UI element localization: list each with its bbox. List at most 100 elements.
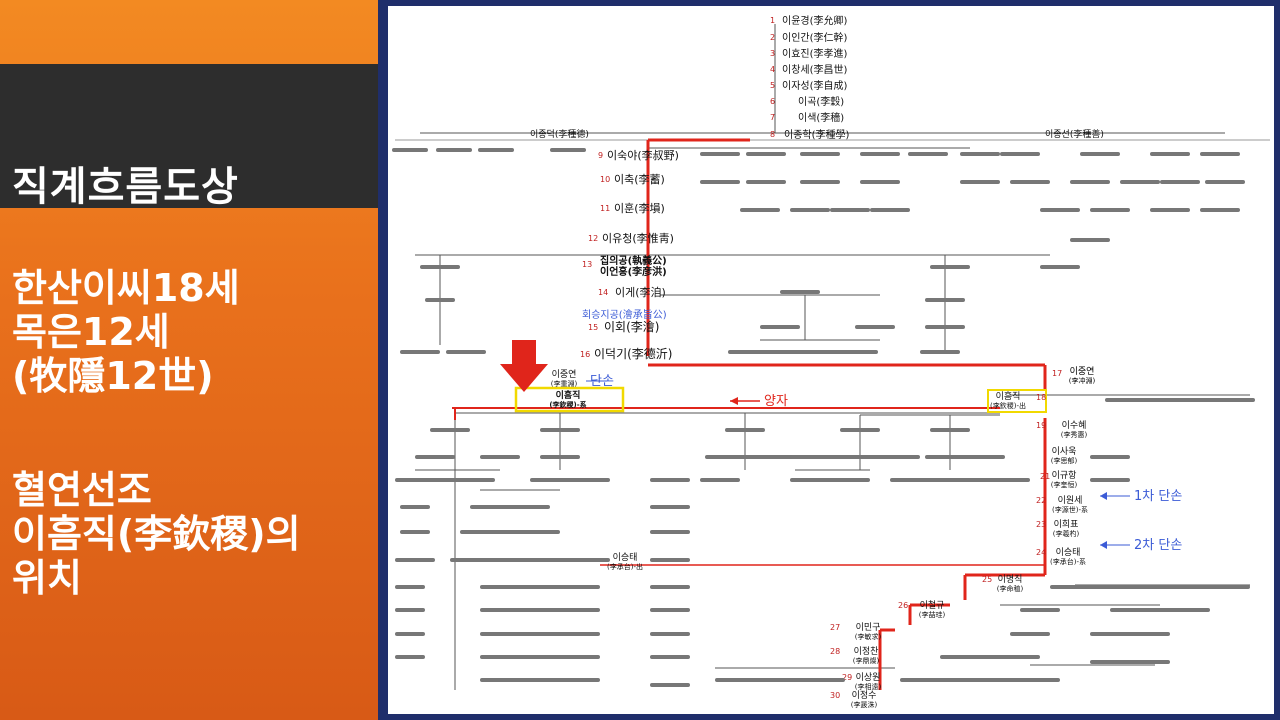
gen-number: 19 — [1036, 421, 1046, 430]
main-lineage-line — [646, 138, 1047, 690]
title-band: 직계흐름도상 — [0, 64, 378, 210]
gen-number: 2 — [770, 33, 775, 42]
node-label: 이덕기(李德沂) — [594, 346, 672, 361]
node-name: 이민구 — [856, 622, 881, 633]
node-hanja: (李冲淵) — [1069, 376, 1096, 385]
node-hanja: (李秀惠) — [1061, 430, 1088, 439]
node-label: 이숙야(李叔野) — [607, 148, 679, 162]
gen-number: 30 — [830, 691, 840, 700]
node-name: 이규항 — [1052, 470, 1077, 481]
gen-number: 15 — [588, 323, 598, 332]
gen-number: 27 — [830, 623, 840, 632]
node-hanja: (李重淵) — [551, 379, 578, 388]
node-name: 이사욱 — [1052, 446, 1077, 457]
gen-number: 7 — [770, 113, 775, 122]
node-name: 이승태 — [613, 552, 638, 563]
node-label: 이윤경(李允卿) — [782, 14, 848, 27]
node-name: 이정수 — [852, 690, 877, 701]
gen-number: 16 — [580, 350, 590, 359]
node-hanja: (李奎恒) — [1051, 480, 1078, 489]
gen-number: 10 — [600, 175, 610, 184]
annotation-yangja: 양자 — [764, 394, 788, 409]
node-label: 이효진(李孝進) — [782, 47, 848, 60]
gen-number: 24 — [1036, 548, 1046, 557]
sidebar-line-6: 위치 — [12, 556, 82, 600]
node-name: 이원세 — [1058, 495, 1083, 506]
gen-number: 17 — [1052, 369, 1062, 378]
gen-number: 12 — [588, 234, 598, 243]
node-hanja: (李鼎燦) — [853, 656, 880, 665]
gen-number: 13 — [582, 260, 592, 269]
node-name: 이철규 — [920, 600, 945, 611]
gen-number: 1 — [770, 16, 775, 25]
node-label: 이훈(李塤) — [614, 201, 665, 215]
node-label: 이색(李穡) — [798, 111, 844, 124]
node-label: 이인간(李仁幹) — [782, 31, 848, 44]
gen-number: 22 — [1036, 496, 1046, 505]
node-hanja: (李承台)-系 — [1050, 557, 1086, 566]
slide-heading: 직계흐름도상 — [12, 164, 239, 210]
node-label: 집의공(執義公) — [600, 254, 667, 267]
gen-number: 6 — [770, 97, 775, 106]
sidebar-line-1: 한산이씨18세 — [12, 266, 240, 310]
node-hanja: (李羲杓) — [1053, 529, 1080, 538]
gen-number: 14 — [598, 288, 608, 297]
highlight-box-origin — [987, 389, 1047, 413]
gen-number: 29 — [842, 673, 852, 682]
gen-number: 21 — [1040, 472, 1050, 481]
gen-number: 3 — [770, 49, 775, 58]
gen-number: 28 — [830, 647, 840, 656]
node-hanja: (李相遠) — [855, 682, 882, 691]
node-name: 이상원 — [856, 672, 881, 683]
node-label: 이자성(李自成) — [782, 79, 848, 92]
sidebar-line-4: 혈연선조 — [12, 468, 152, 512]
gen-number: 23 — [1036, 520, 1046, 529]
node-label: 이곡(李穀) — [798, 95, 844, 108]
node-label: 이종학(李種學) — [784, 128, 850, 141]
node-hanja: (李命稙) — [997, 584, 1024, 593]
sidebar-line-5: 이흠직(李欽稷)의 — [12, 512, 301, 556]
sidebar-line-3: (牧隱12世) — [12, 354, 214, 398]
node-hanja: (李敏求) — [855, 632, 882, 641]
node-label: 이창세(李昌世) — [782, 63, 848, 76]
node-name: 이중연 — [1070, 366, 1095, 377]
gen-number: 25 — [982, 575, 992, 584]
node-note: 회승지공(澮承旨公) — [582, 308, 667, 321]
annotation-danson-2: 2차 단손 — [1134, 538, 1182, 553]
gen-number: 8 — [770, 130, 775, 139]
node-hanja: (李欽稷)-系 — [549, 400, 586, 409]
gen-number: 26 — [898, 601, 908, 610]
node-name: 이명직 — [998, 574, 1023, 585]
node-hanja: (李源世)-系 — [1052, 505, 1088, 514]
gen-number: 9 — [598, 151, 603, 160]
tree-branches — [395, 132, 1270, 690]
node-name: 이흠직 — [996, 390, 1021, 402]
node-hanja: (李承台)-出 — [607, 562, 643, 571]
node-label: 이회(李澮) — [604, 319, 659, 334]
annotation-danson-1: 1차 단손 — [1134, 489, 1182, 504]
gen-number: 11 — [600, 204, 610, 213]
node-label: 이종선(李種善) — [1045, 128, 1104, 140]
gen-number: 5 — [770, 81, 775, 90]
node-label: 이축(李蓄) — [614, 172, 665, 186]
node-hanja: (李晸洙) — [851, 700, 878, 709]
node-label: 이유청(李惟靑) — [602, 231, 674, 245]
gen-number: 18 — [1036, 393, 1046, 402]
sidebar-line-2: 목은12세 — [12, 310, 170, 354]
node-name: 이희표 — [1054, 518, 1079, 530]
pointer-arrow — [500, 340, 548, 392]
node-label: 이종덕(李種德) — [530, 128, 589, 140]
highlight-box-target — [514, 386, 625, 413]
node-name: 이수혜 — [1062, 419, 1087, 431]
node-name: 이승태 — [1056, 547, 1081, 558]
node-label: 이게(李洎) — [615, 285, 666, 299]
gen-number: 4 — [770, 65, 775, 74]
node-name: 이정찬 — [854, 646, 879, 657]
sibling-entries — [392, 148, 1255, 687]
node-name: 이중연 — [552, 369, 577, 380]
node-hanja: (李思郁) — [1051, 456, 1078, 465]
node-hanja: (李欽稷)-出 — [990, 401, 1026, 410]
node-name: 이흠직 — [556, 389, 581, 401]
node-hanja: (李喆珪) — [919, 610, 946, 619]
